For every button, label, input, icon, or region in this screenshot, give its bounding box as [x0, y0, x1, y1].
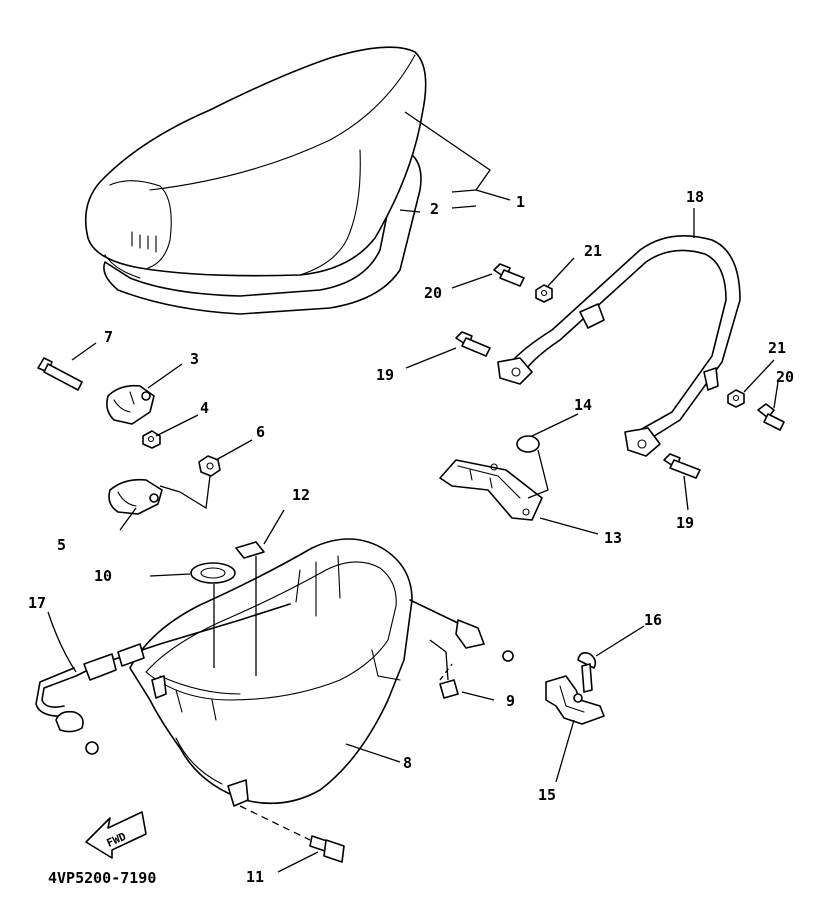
bolt-20-upper — [493, 263, 525, 287]
seat-assembly — [84, 46, 427, 315]
callout-16: 16 — [644, 611, 662, 629]
rubber-14 — [516, 435, 540, 453]
callout-14: 14 — [574, 396, 592, 414]
callout-13: 13 — [604, 529, 622, 547]
clip-9 — [429, 639, 459, 699]
bolt-20-lower — [757, 403, 785, 431]
nut-21-lower — [727, 389, 745, 408]
bolt-7 — [37, 357, 83, 391]
callout-10: 10 — [94, 567, 112, 585]
bolt-19-lower — [663, 453, 701, 479]
callout-3: 3 — [190, 350, 199, 368]
callout-17: 17 — [28, 594, 46, 612]
bolt-11 — [309, 835, 345, 863]
callout-20-upper: 20 — [424, 284, 442, 302]
nut-6 — [198, 455, 221, 477]
nut-21-upper — [535, 284, 553, 303]
fwd-arrow-icon: FWD — [85, 811, 147, 859]
callout-20-lower: 20 — [776, 368, 794, 386]
callout-7: 7 — [104, 328, 113, 346]
screw-16 — [577, 652, 597, 693]
callout-18: 18 — [686, 188, 704, 206]
callout-12: 12 — [292, 486, 310, 504]
seat-lock-cable-17 — [35, 599, 514, 755]
grommet-10 — [190, 562, 236, 584]
callout-2: 2 — [430, 200, 439, 218]
callout-5: 5 — [57, 536, 66, 554]
callout-21-upper: 21 — [584, 242, 602, 260]
diagram-code: 4VP5200-7190 — [48, 869, 156, 887]
bracket-13 — [439, 449, 549, 521]
callout-15: 15 — [538, 786, 556, 804]
nut-4 — [142, 430, 161, 449]
grab-bar-18 — [497, 234, 741, 457]
callout-1: 1 — [516, 193, 525, 211]
bolt-19-upper — [455, 331, 491, 357]
callout-11: 11 — [246, 868, 264, 886]
hinge-bracket-5 — [108, 475, 211, 515]
callout-4: 4 — [200, 399, 209, 417]
callout-19-lower: 19 — [676, 514, 694, 532]
callout-6: 6 — [256, 423, 265, 441]
label-12 — [235, 541, 265, 559]
callout-9: 9 — [506, 692, 515, 710]
callout-8: 8 — [403, 754, 412, 772]
seat-lock-15 — [545, 675, 605, 725]
callout-19-upper: 19 — [376, 366, 394, 384]
callout-21-lower: 21 — [768, 339, 786, 357]
leader-lines — [47, 111, 779, 873]
callout-numbers: 1 2 3 4 5 6 7 8 9 10 11 12 13 14 15 16 1… — [28, 188, 794, 886]
hinge-3 — [106, 384, 155, 425]
storage-box-8 — [129, 538, 413, 807]
